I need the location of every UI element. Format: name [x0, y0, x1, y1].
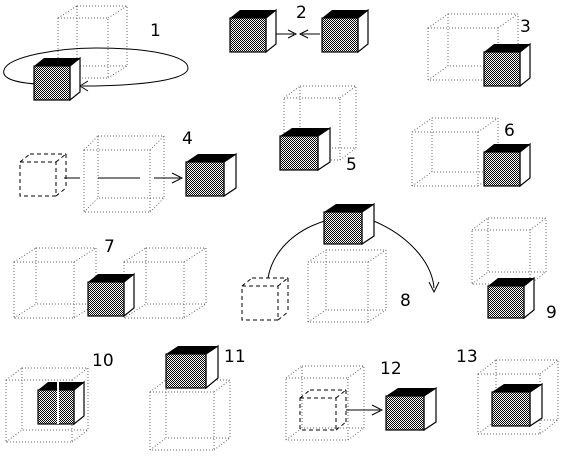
solid-cube — [279, 126, 331, 172]
through-arrowhead — [171, 172, 184, 184]
solid-cube-left — [229, 8, 277, 54]
out-arrowhead — [371, 404, 384, 416]
label-5: 5 — [346, 155, 357, 175]
panel-13: 13 — [456, 347, 559, 435]
label-4: 4 — [182, 129, 193, 149]
outline-cube — [471, 217, 547, 285]
panel-3: 3 — [427, 13, 531, 88]
jump-arrowhead — [428, 281, 440, 294]
label-7: 7 — [104, 237, 115, 257]
panel-4: 4 — [19, 129, 237, 213]
solid-cube — [323, 202, 375, 246]
panel-11: 11 — [149, 344, 246, 451]
solid-cube — [185, 152, 237, 198]
outline-cube — [149, 379, 231, 451]
label-13: 13 — [456, 347, 478, 367]
solid-cube — [491, 382, 543, 428]
outline-cube-left — [13, 247, 97, 319]
outline-cube — [307, 249, 387, 323]
solid-cube — [385, 386, 437, 432]
label-8: 8 — [400, 291, 411, 311]
panel-5: 5 — [279, 85, 357, 175]
label-1: 1 — [150, 21, 161, 41]
label-3: 3 — [520, 17, 531, 37]
panel-10: 10 — [5, 351, 114, 443]
solid-cube — [33, 56, 81, 102]
dashed-cube — [299, 389, 347, 431]
dashed-cube — [19, 153, 67, 197]
label-6: 6 — [504, 121, 515, 141]
panel-2: 2 — [229, 3, 369, 54]
panel-6: 6 — [411, 117, 531, 188]
panel-9: 9 — [471, 217, 557, 323]
panel-1: 1 — [3, 5, 189, 102]
solid-cube — [487, 276, 535, 320]
solid-cube — [87, 272, 135, 318]
outline-cube — [83, 135, 165, 213]
orbit-ellipse — [3, 47, 189, 87]
outline-cube — [283, 85, 357, 161]
solid-cube-right — [321, 8, 369, 54]
panel-12: 12 — [285, 359, 437, 441]
arrow-right-head — [287, 29, 298, 39]
label-11: 11 — [224, 347, 246, 367]
solid-cube — [483, 42, 531, 88]
dashed-cube — [241, 277, 289, 321]
label-2: 2 — [296, 3, 307, 23]
outline-cube-right — [123, 247, 207, 319]
panel-7: 7 — [13, 237, 207, 319]
solid-cube — [37, 380, 85, 426]
arrow-left-head — [298, 29, 309, 39]
solid-cube — [165, 344, 219, 390]
label-10: 10 — [92, 351, 114, 371]
solid-cube — [483, 142, 531, 188]
outline-cube — [285, 365, 365, 441]
label-12: 12 — [380, 359, 402, 379]
label-9: 9 — [546, 303, 557, 323]
panel-8: 8 — [241, 202, 440, 323]
